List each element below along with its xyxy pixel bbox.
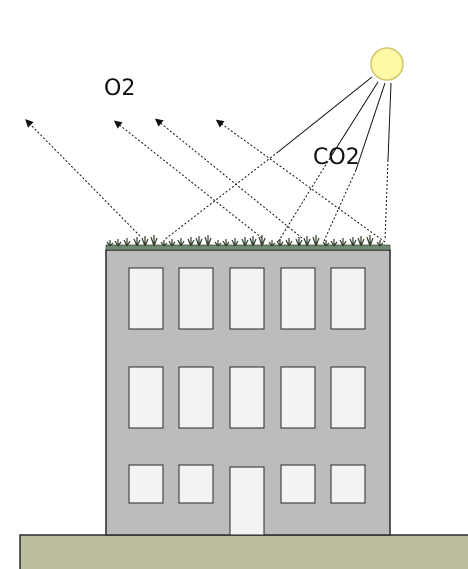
window-row bbox=[128, 464, 366, 536]
grass-tuft bbox=[366, 235, 374, 247]
window bbox=[128, 366, 164, 429]
grass-tuft bbox=[177, 238, 185, 247]
grass-tuft bbox=[141, 236, 149, 247]
grass-tuft bbox=[285, 238, 293, 247]
grass-tuft bbox=[258, 235, 266, 247]
grass-tuft bbox=[303, 236, 311, 247]
grass-tuft bbox=[312, 235, 320, 247]
dotted-arrow-icon bbox=[215, 119, 386, 243]
sun-ray bbox=[277, 76, 373, 153]
window bbox=[280, 464, 316, 504]
grass-tuft bbox=[187, 237, 195, 247]
dotted-ray bbox=[323, 169, 357, 242]
dotted-ray bbox=[277, 157, 331, 243]
window bbox=[280, 267, 316, 330]
window-row bbox=[128, 267, 366, 330]
dotted-arrow-icon bbox=[25, 119, 141, 237]
grass-tuft bbox=[160, 240, 168, 247]
grass-tuft bbox=[106, 240, 114, 247]
grass-tuft bbox=[339, 238, 347, 247]
oxygen-label: O2 bbox=[104, 76, 135, 101]
grass-tuft bbox=[276, 239, 284, 247]
grass-tuft bbox=[322, 240, 330, 247]
window bbox=[178, 366, 214, 429]
grass-tuft bbox=[330, 239, 338, 247]
grass-tuft bbox=[204, 235, 212, 247]
oxygen-arrows bbox=[25, 118, 386, 243]
grass-tuft bbox=[241, 237, 249, 247]
grass-tuft bbox=[150, 235, 158, 247]
ground bbox=[19, 534, 468, 569]
sun-ray bbox=[329, 81, 379, 159]
window bbox=[178, 267, 214, 330]
window bbox=[229, 267, 265, 330]
window bbox=[330, 464, 366, 504]
dotted-ray bbox=[163, 151, 279, 241]
window bbox=[330, 366, 366, 429]
dotted-arrow-icon bbox=[154, 118, 303, 239]
sun-ray bbox=[387, 82, 392, 161]
sun-ray bbox=[355, 82, 386, 171]
dotted-arrow-icon bbox=[113, 120, 263, 239]
grass-tuft bbox=[114, 239, 122, 247]
grass-tuft bbox=[376, 240, 384, 247]
grass-tuft bbox=[357, 236, 365, 247]
grass-tuft bbox=[133, 237, 141, 247]
grass-tuft bbox=[123, 238, 131, 247]
sun-icon bbox=[370, 47, 404, 81]
door bbox=[229, 466, 265, 536]
window bbox=[280, 366, 316, 429]
grass-tuft bbox=[168, 239, 176, 247]
green-roof bbox=[105, 235, 391, 251]
grass-tuft bbox=[249, 236, 257, 247]
grass-tuft bbox=[349, 237, 357, 247]
window bbox=[128, 464, 164, 504]
window-row bbox=[128, 366, 366, 429]
grass-tuft bbox=[195, 236, 203, 247]
sun-ray-continuations bbox=[163, 151, 389, 243]
green-roof-grass-icon bbox=[106, 235, 384, 247]
window bbox=[330, 267, 366, 330]
grass-tuft bbox=[231, 238, 239, 247]
grass-tuft bbox=[295, 237, 303, 247]
grass-tuft bbox=[268, 240, 276, 247]
window bbox=[128, 267, 164, 330]
grass-tuft bbox=[214, 240, 222, 247]
carbon-dioxide-label: CO2 bbox=[313, 145, 360, 170]
roof-strip bbox=[105, 244, 391, 251]
dotted-ray bbox=[384, 159, 389, 241]
window bbox=[178, 464, 214, 504]
window bbox=[229, 366, 265, 429]
building bbox=[105, 249, 391, 536]
grass-tuft bbox=[222, 239, 230, 247]
sun-rays bbox=[277, 76, 392, 171]
